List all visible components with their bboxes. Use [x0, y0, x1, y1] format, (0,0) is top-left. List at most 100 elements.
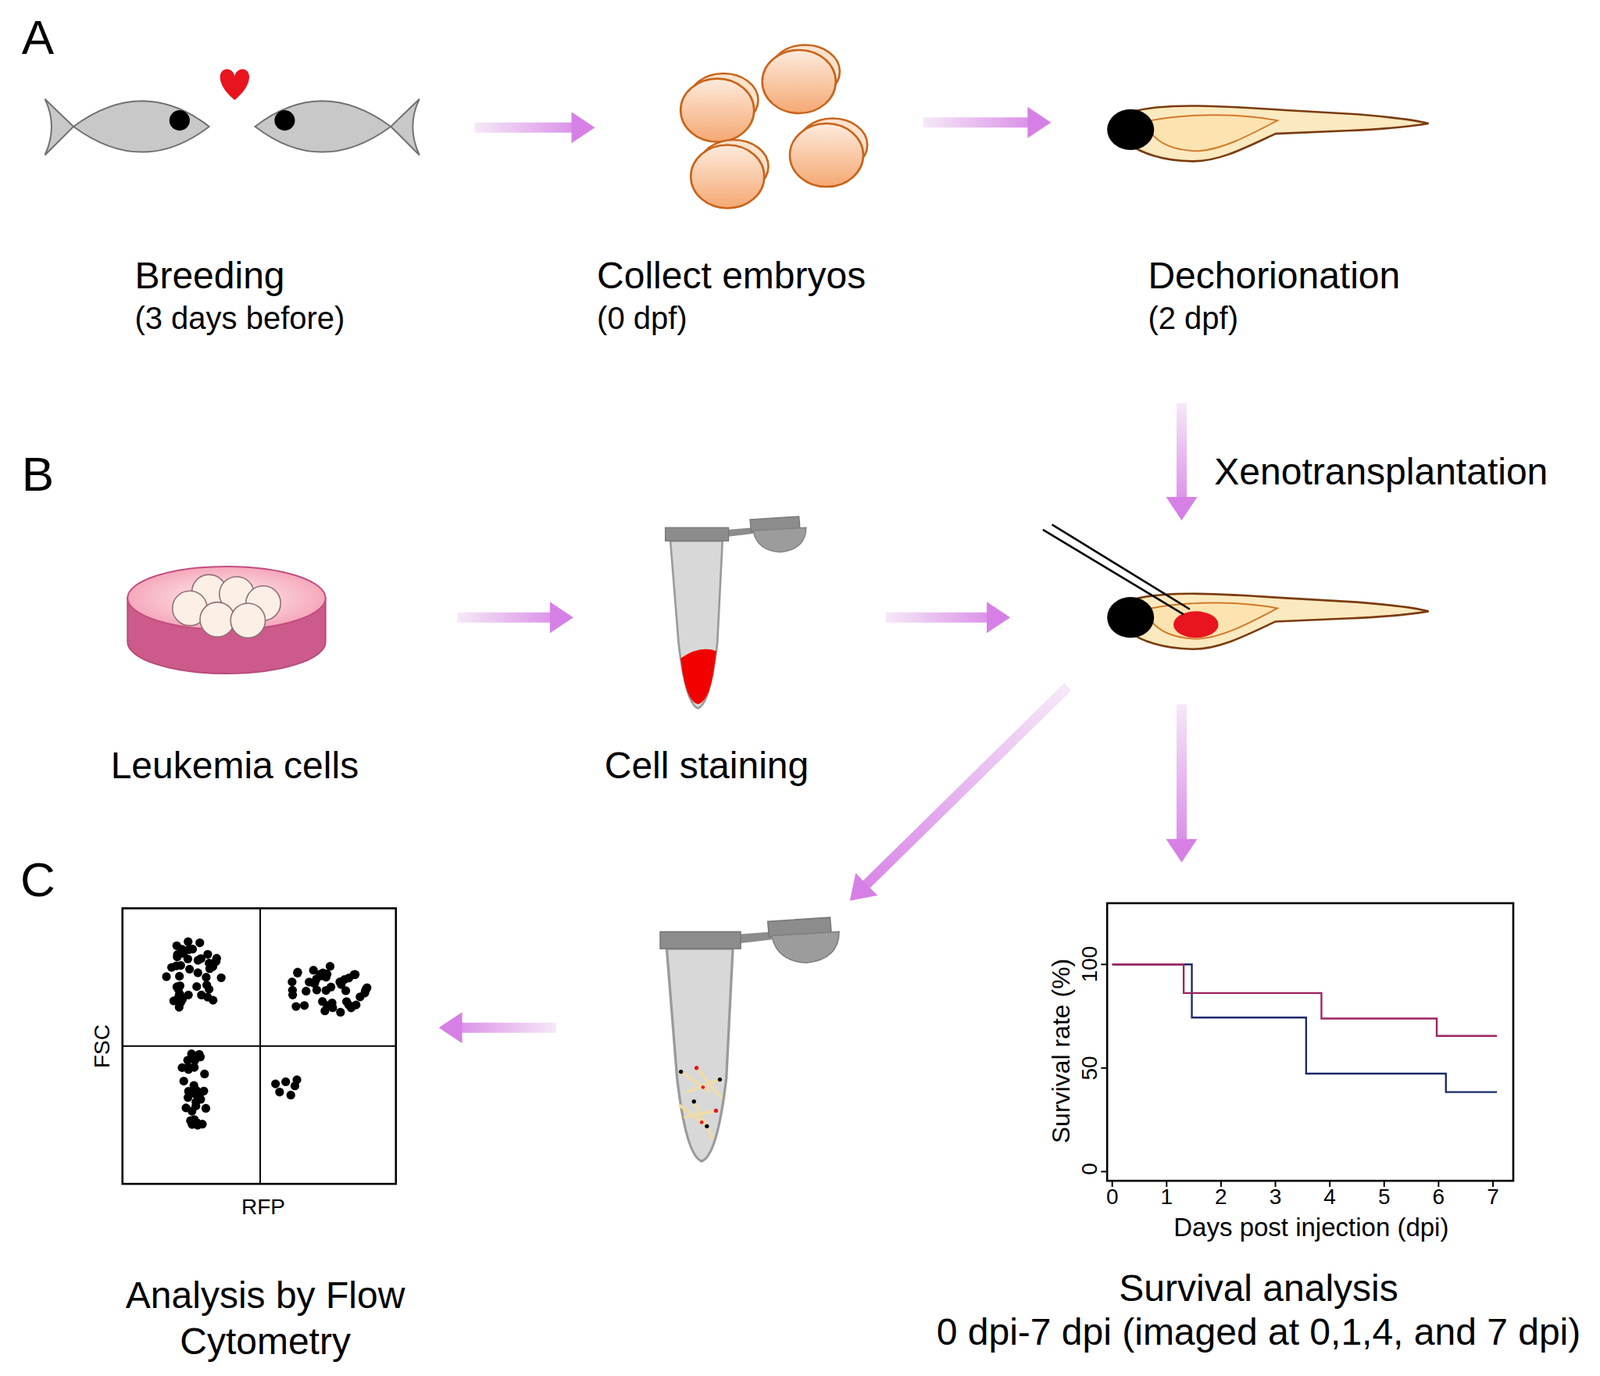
scatter-dot [183, 954, 193, 964]
scatter-dot [292, 968, 302, 978]
scatter-dot [315, 969, 325, 979]
step-breeding: Breeding(3 days before) [40, 60, 472, 342]
edge-label: Xenotransplantation [1214, 449, 1548, 495]
stained-cell-tube [680, 649, 717, 704]
scatter-dot [217, 973, 226, 983]
arrow-head [571, 111, 595, 143]
scatter-dot [181, 1103, 190, 1112]
dissociated-larvae [679, 1067, 722, 1139]
arrow-head [850, 872, 878, 900]
injected-larva [1052, 524, 1190, 609]
arrow-shaft [1176, 403, 1187, 499]
scatter-dot [195, 938, 204, 947]
larva-eye-dot [701, 1085, 706, 1090]
scatter-dot [201, 1103, 211, 1113]
flow-plot [122, 1045, 397, 1047]
scatter-dot [177, 1063, 186, 1072]
scatter-dot [212, 953, 222, 963]
scatter-dot [355, 992, 365, 1001]
step-subcaption: 0 dpi-7 dpi (imaged at 0,1,4, and 7 dpi) [920, 1309, 1597, 1355]
scatter-dot [183, 1055, 193, 1065]
scatter-dot [291, 1001, 300, 1011]
scatter-dot [344, 973, 354, 983]
embryos [680, 73, 758, 143]
scatter-dot [281, 1077, 290, 1086]
step-caption: Dechorionation [1147, 253, 1400, 299]
scatter-dot [205, 964, 215, 973]
scatter-dot [301, 986, 311, 996]
larva-eye-dot [694, 1065, 699, 1070]
fish [274, 110, 295, 131]
illustration-layer [44, 44, 1514, 1187]
axis-title: Survival rate (%) [1046, 958, 1076, 1144]
flow-arrow [885, 601, 1011, 633]
larvae-tube [660, 917, 840, 1161]
scatter-dot [201, 972, 211, 982]
axis-tick [1100, 1170, 1108, 1172]
scatter-dot [310, 978, 319, 987]
fish [44, 99, 209, 156]
step-caption: Analysis by Flow Cytometry [96, 1272, 434, 1365]
fish [255, 99, 420, 156]
fish [44, 99, 209, 156]
tick-label: 4 [1323, 1183, 1336, 1211]
arrow-head [1165, 496, 1197, 521]
tick-label: 5 [1378, 1183, 1391, 1211]
tick-label: 100 [1076, 946, 1104, 983]
larva-eye-dot [714, 1108, 718, 1113]
flow-arrow [1165, 403, 1197, 521]
flow-arrow [439, 1011, 557, 1043]
scatter-dot [325, 961, 335, 971]
tick-label: 50 [1076, 1055, 1104, 1080]
survival-chart [1100, 903, 1514, 1187]
step-caption: Cell staining [593, 742, 820, 789]
scatter-dot [275, 1087, 284, 1097]
fish [169, 110, 190, 131]
scatter-dot [344, 1000, 354, 1009]
stained-cell-tube [665, 516, 807, 709]
scatter-dot [192, 982, 201, 991]
scatter-dot [271, 1078, 280, 1088]
scatter-dot [178, 994, 187, 1004]
step-caption: Leukemia cells [98, 742, 371, 789]
tick-label: 7 [1486, 1183, 1500, 1211]
larva [1107, 105, 1429, 161]
step-survival-analysis: Survival analysis0 dpi-7 dpi (imaged at … [920, 897, 1597, 1352]
tick-label: 2 [1214, 1183, 1228, 1211]
survival-curve [1112, 964, 1497, 1036]
scatter-dot [300, 1000, 309, 1010]
injected-larva [1042, 529, 1184, 615]
scatter-dot [288, 985, 297, 995]
scatter-dot [172, 941, 182, 950]
scatter-dot [200, 1069, 209, 1079]
step-caption: Collect embryos [596, 253, 866, 299]
arrow-shaft [457, 612, 551, 623]
tick-label: 3 [1269, 1183, 1283, 1211]
larva-eye-dot [678, 1069, 683, 1074]
scatter-dot [174, 984, 183, 993]
larvae-tube [653, 918, 843, 1164]
scatter-dot [287, 977, 297, 986]
scatter-dot [175, 971, 184, 981]
injected-larva [1107, 593, 1429, 650]
flow-arrow [923, 107, 1051, 139]
step-flow-cytometry: Analysis by Flow Cytometry [92, 897, 440, 1372]
scatter-dot [336, 979, 346, 989]
scatter-dot [183, 937, 193, 947]
scatter-dot [185, 964, 194, 974]
dissociated-larvae [696, 1067, 722, 1098]
flow-arrow [474, 111, 595, 143]
axis-tick [1100, 1067, 1108, 1069]
dissociated-larvae [693, 1101, 712, 1138]
scatter-dot [171, 960, 181, 970]
tick-label: 6 [1432, 1183, 1446, 1211]
scatter-dot [196, 990, 206, 1000]
step-subcaption: (2 dpf) [1147, 299, 1239, 337]
embryos [789, 118, 868, 188]
scatter-dot [194, 1050, 204, 1059]
scatter-dot [208, 996, 218, 1005]
axis-tick [1100, 963, 1108, 965]
panel-letter: C [20, 850, 56, 909]
scatter-dot [203, 950, 212, 959]
